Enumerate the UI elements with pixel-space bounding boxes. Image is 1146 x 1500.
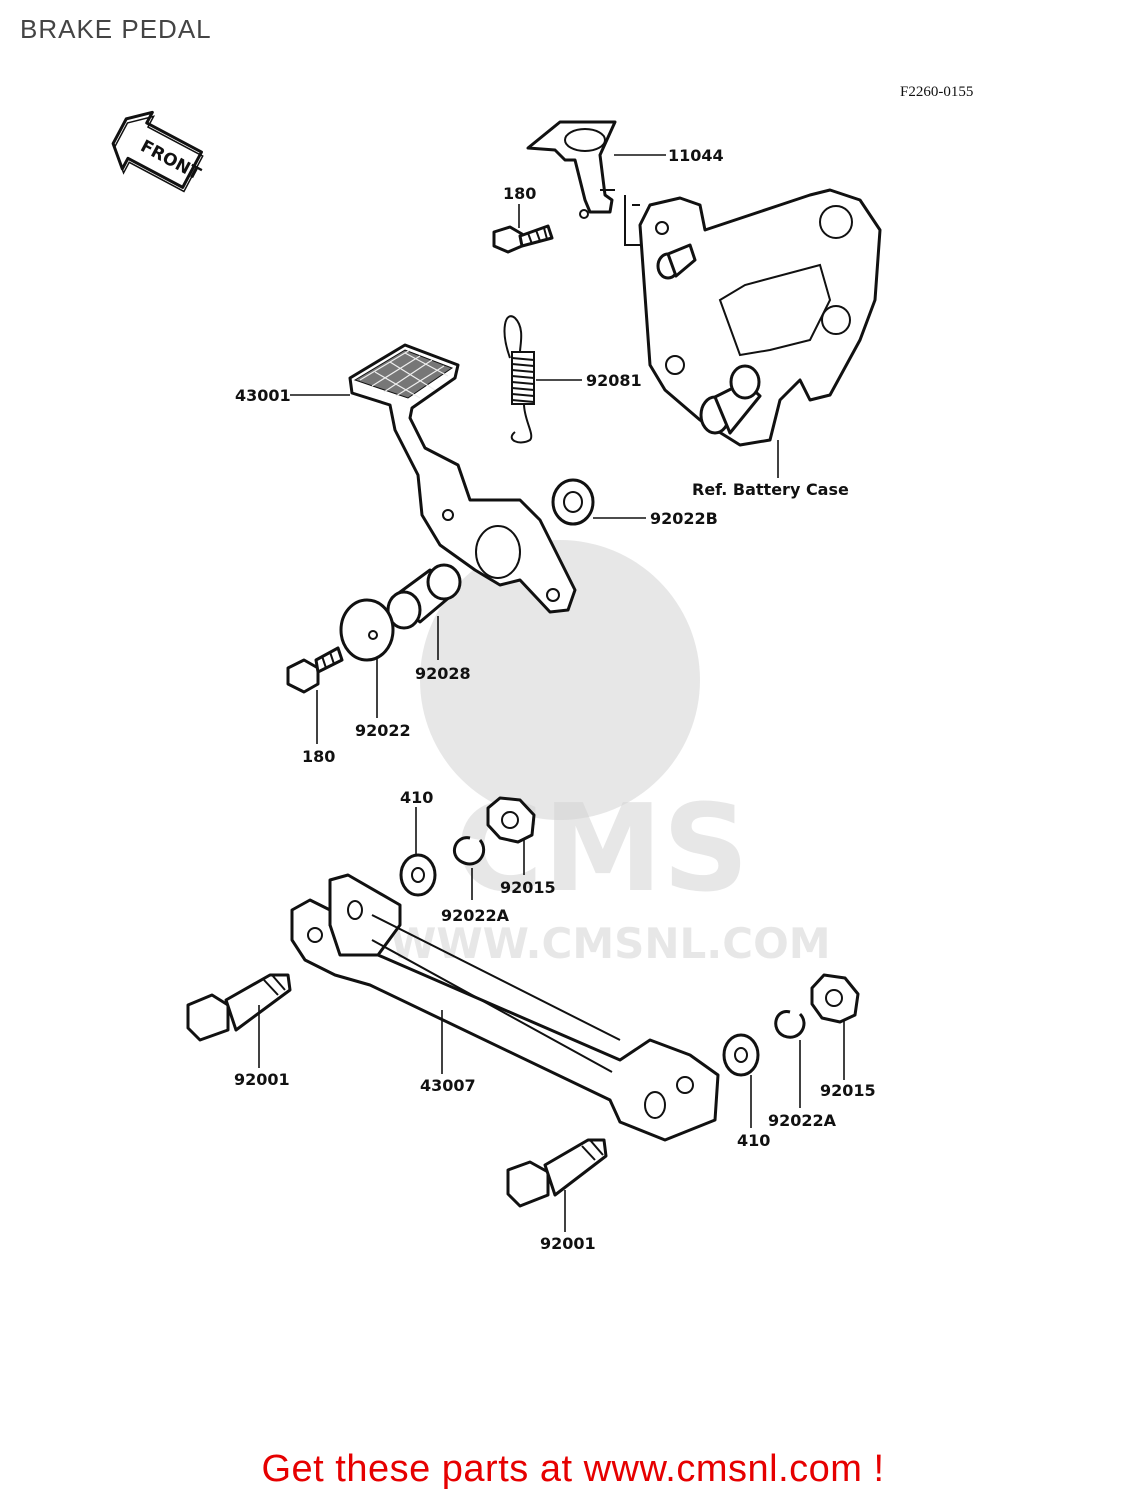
label-92001-bottom: 92001	[540, 1234, 596, 1253]
washer-410-right	[722, 1033, 760, 1077]
label-92022: 92022	[355, 721, 411, 740]
label-43007: 43007	[420, 1076, 476, 1095]
label-410-top: 410	[400, 788, 433, 807]
label-92022A-right: 92022A	[768, 1111, 837, 1130]
nut-92015-top	[486, 796, 536, 844]
label-180-top: 180	[503, 184, 536, 203]
label-92081: 92081	[586, 371, 642, 390]
label-92022B: 92022B	[650, 509, 718, 528]
battery-case-bracket	[600, 188, 882, 447]
bolt-180-top	[492, 224, 554, 254]
label-ref-battery-case: Ref. Battery Case	[692, 480, 849, 499]
label-11044: 11044	[668, 146, 724, 165]
front-arrow-icon: FRONT	[111, 110, 204, 193]
leader-lines	[258, 154, 845, 1232]
rod-43007	[290, 873, 720, 1142]
label-92001-left: 92001	[234, 1070, 290, 1089]
bracket-11044	[526, 120, 617, 219]
washer-410-top	[399, 853, 437, 897]
label-92022A-top: 92022A	[441, 906, 510, 925]
watermark-url-text: WWW.CMSNL.COM	[390, 919, 831, 968]
clip-92022A-top	[452, 836, 486, 866]
bolt-180-bottom	[286, 646, 344, 694]
label-92028: 92028	[415, 664, 471, 683]
bolt-92001-bottom	[506, 1138, 608, 1208]
label-410-right: 410	[737, 1131, 770, 1150]
label-180-bottom: 180	[302, 747, 335, 766]
watermark: CMS WWW.CMSNL.COM	[390, 540, 831, 968]
label-92015-right: 92015	[820, 1081, 876, 1100]
collar-92028	[386, 563, 462, 630]
label-92015-top: 92015	[500, 878, 556, 897]
label-43001: 43001	[235, 386, 291, 405]
bolt-92001-left	[186, 973, 292, 1042]
nut-92015-right	[810, 973, 860, 1024]
figure-code: F2260-0155	[900, 84, 974, 100]
footer-cta-link[interactable]: Get these parts at www.cmsnl.com !	[261, 1448, 885, 1490]
clip-92022A-right	[774, 1010, 806, 1039]
washer-92022	[339, 598, 395, 662]
spring-92081	[503, 315, 535, 444]
brake-pedal-43001	[348, 343, 577, 614]
washer-92022B	[551, 478, 595, 526]
page-title: BRAKE PEDAL	[20, 14, 212, 44]
